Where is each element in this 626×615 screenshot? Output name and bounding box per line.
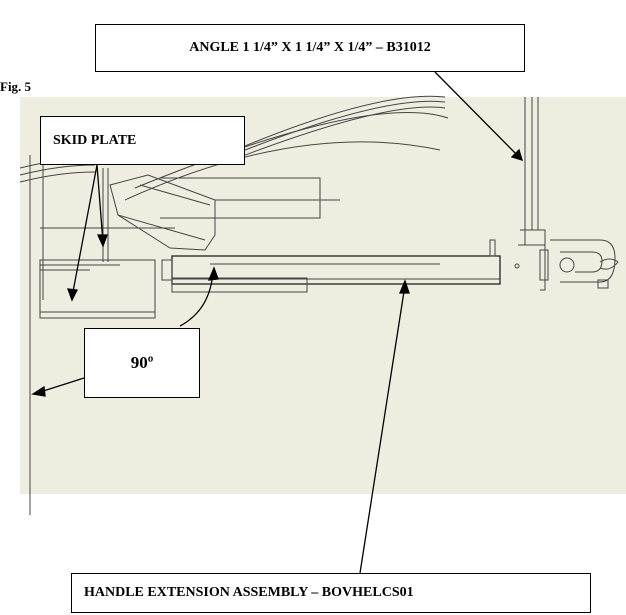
hitch-hook	[550, 239, 616, 283]
bracket	[109, 174, 216, 251]
handle-leader	[359, 284, 406, 574]
skid-plate-body	[39, 259, 156, 319]
skid-plate-callout: SKID PLATE	[40, 116, 245, 165]
angle-leader	[434, 71, 523, 161]
bracket-inner	[139, 184, 211, 206]
angle-degrees-text: 90º	[130, 353, 154, 372]
handle-end-cap-left	[161, 259, 173, 281]
handle-extension-text: HANDLE EXTENSION ASSEMBLY – BOVHELCS01	[84, 585, 414, 600]
angle-degrees-callout: 90º	[84, 328, 200, 398]
angle-callout: ANGLE 1 1/4” X 1 1/4” X 1/4” – B31012	[95, 24, 525, 72]
hitch-knob	[559, 257, 575, 273]
angle-callout-text: ANGLE 1 1/4” X 1 1/4” X 1/4” – B31012	[189, 40, 431, 55]
hitch-curl	[599, 258, 619, 270]
deck-arc-inner-2	[124, 141, 441, 201]
frame-rail	[160, 177, 321, 219]
left-arc-3	[19, 171, 96, 183]
skid-plate-callout-text: SKID PLATE	[53, 132, 137, 148]
deck-arc-2	[239, 100, 446, 153]
handle-pin	[489, 239, 496, 257]
handle-lower-plate	[171, 277, 308, 293]
skid-leader-1	[71, 164, 98, 298]
handle-extension-callout: HANDLE EXTENSION ASSEMBLY – BOVHELCS01	[71, 573, 591, 613]
deg-arc	[179, 271, 214, 327]
left-arc-2	[19, 164, 96, 176]
deck-arc-3	[239, 106, 446, 158]
skid-leader-2-arrow	[96, 234, 108, 248]
deg-arc-arrow	[207, 266, 219, 281]
handle-tube	[171, 255, 501, 285]
handle-hole	[514, 263, 520, 269]
skid-leader-2	[96, 164, 104, 244]
hitch-plate	[539, 249, 549, 281]
figure-label: Fig. 5	[0, 79, 32, 94]
upright-bracket	[520, 229, 546, 291]
hitch-foot	[597, 279, 609, 289]
deck-arc-outer	[239, 95, 446, 149]
deg-leader-arrow	[31, 385, 46, 397]
skid-leader-1-arrow	[67, 288, 78, 302]
angle-leader-arrow	[510, 148, 523, 161]
handle-leader-arrow	[399, 279, 410, 294]
hitch-hook-inner	[560, 251, 603, 273]
